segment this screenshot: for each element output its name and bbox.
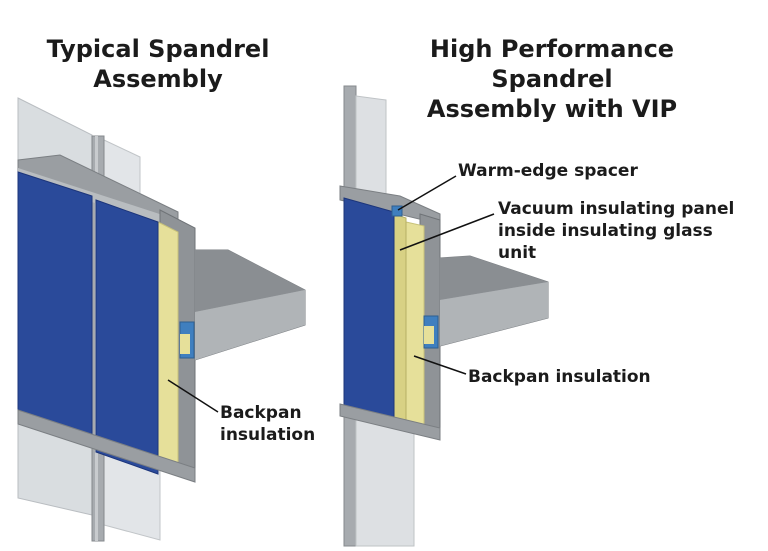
spandrel-panel-left-b — [95, 199, 159, 475]
label-backpan-left-line2: insulation — [220, 425, 316, 445]
hp-backpan-insulation — [405, 221, 425, 431]
title-typical-assembly: Typical Spandrel Assembly — [20, 34, 296, 94]
label-vip-line2: inside insulating glass — [498, 221, 713, 241]
hp-spandrel-panel — [343, 197, 395, 423]
label-backpan-insulation-left: Backpan insulation — [220, 402, 315, 446]
title-typical-line1: Typical Spandrel — [46, 35, 270, 63]
leader-backpan-left — [167, 379, 219, 413]
leader-vip — [399, 213, 495, 251]
title-hp-line2: Assembly with VIP — [426, 95, 678, 123]
floor-slab-left-front — [195, 290, 305, 360]
title-typical-line2: Assembly — [93, 65, 223, 93]
leader-backpan-right — [413, 355, 467, 375]
title-high-performance-assembly: High Performance Spandrel Assembly with … — [370, 34, 734, 124]
floor-slab-left-top — [195, 250, 305, 312]
floor-slab-right-front — [440, 282, 548, 346]
label-backpan-left-line1: Backpan — [220, 403, 302, 423]
typical-spandrel-drawing — [17, 97, 306, 542]
label-vip-line3: unit — [498, 243, 537, 263]
hp-upper-glass — [355, 95, 387, 199]
title-hp-line1: High Performance Spandrel — [429, 35, 675, 93]
hp-bottom-horizontal-frame — [339, 403, 441, 441]
label-warm-edge-spacer: Warm-edge spacer — [458, 161, 638, 181]
bottom-horizontal-frame — [17, 409, 196, 483]
spandrel-panel-left-a — [17, 171, 93, 441]
hp-spandrel-drawing — [339, 85, 549, 547]
hp-vip-core — [393, 213, 407, 427]
hp-top-horizontal-frame — [339, 185, 441, 225]
hp-warm-edge-spacer — [391, 205, 403, 217]
anchor-block-left — [180, 334, 190, 354]
leader-warm-edge-spacer — [397, 175, 457, 211]
backpan-insulation-left — [157, 221, 179, 473]
label-vacuum-insulating-panel: Vacuum insulating panel inside insulatin… — [498, 198, 734, 264]
label-vip-line1: Vacuum insulating panel — [498, 199, 735, 219]
floor-slab-right-top — [440, 256, 548, 300]
anchor-block-right — [424, 326, 434, 344]
label-backpan-insulation-right: Backpan insulation — [468, 367, 651, 387]
